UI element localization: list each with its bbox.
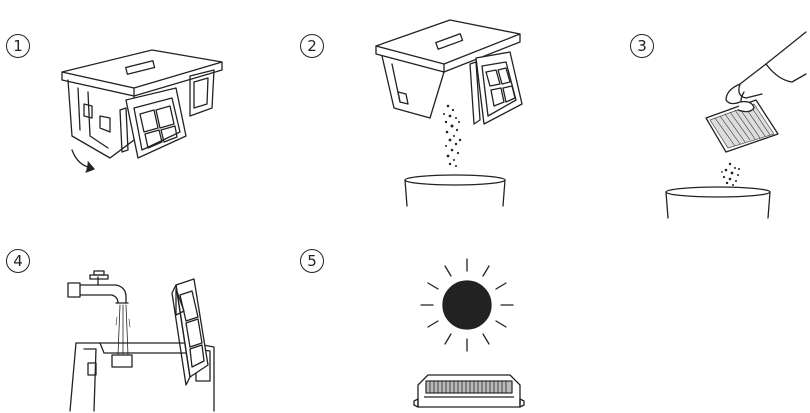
dust-particles-icon — [270, 0, 540, 210]
dustbin-open-filter-icon — [0, 0, 260, 200]
filter-drying-icon — [270, 215, 540, 413]
step-1: 1 — [0, 0, 260, 200]
step-2: 2 — [270, 0, 540, 210]
step-3: 3 — [540, 0, 810, 220]
step-5: 5 — [270, 215, 540, 413]
rinse-under-tap-icon — [0, 215, 270, 413]
step-4: 4 — [0, 215, 270, 413]
dust-particles-icon — [540, 0, 810, 220]
